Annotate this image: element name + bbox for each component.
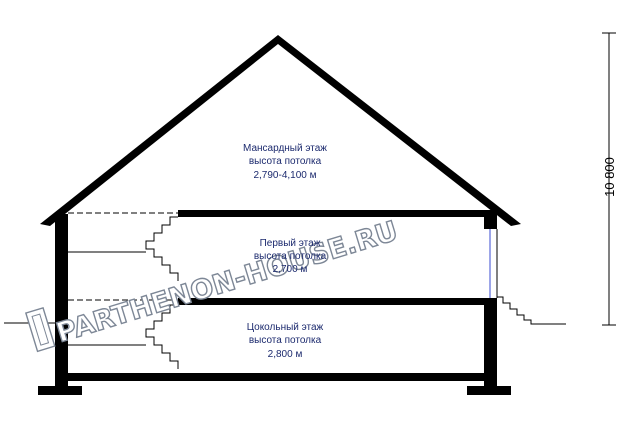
watermark-text: PARTHENON-HOUSE.RU <box>53 216 401 349</box>
left-footing <box>38 386 82 395</box>
total-height-label: 10 800 <box>602 157 617 197</box>
staircases <box>68 212 179 369</box>
roof <box>40 35 521 226</box>
lower-stair <box>145 304 179 369</box>
basement-label: Цокольный этаж высота потолка 2,800 м <box>247 322 324 360</box>
left-wall <box>55 214 68 390</box>
attic-floor-name: Мансардный этаж <box>243 143 327 154</box>
floor-slabs <box>68 210 497 381</box>
first-floor-name: Первый этаж <box>260 238 321 249</box>
attic-label: Мансардный этаж высота потолка 2,790-4,1… <box>243 143 327 181</box>
basement-height-label: высота потолка <box>249 335 322 346</box>
first-floor-label: Первый этаж высота потолка 2,700 м <box>254 238 327 275</box>
watermark-logo-inner <box>31 313 50 346</box>
basement-floor-name: Цокольный этаж <box>247 322 324 333</box>
watermark: PARTHENON-HOUSE.RU <box>24 215 402 353</box>
height-dimension <box>602 32 616 326</box>
first-height-label: высота потолка <box>254 251 327 262</box>
exterior-steps <box>497 296 566 325</box>
first-floor-slab <box>178 298 497 305</box>
basement-floor-slab <box>68 373 484 381</box>
right-footing <box>467 386 511 395</box>
basement-height-value: 2,800 м <box>268 349 303 360</box>
window <box>484 229 498 298</box>
roof-right-slope <box>278 35 521 226</box>
first-height-value: 2,700 м <box>273 264 308 275</box>
upper-stair <box>145 216 179 281</box>
attic-floor-slab <box>178 210 497 217</box>
roof-left-slope <box>40 35 278 226</box>
attic-height-label: высота потолка <box>249 156 322 167</box>
attic-height-value: 2,790-4,100 м <box>253 170 316 181</box>
